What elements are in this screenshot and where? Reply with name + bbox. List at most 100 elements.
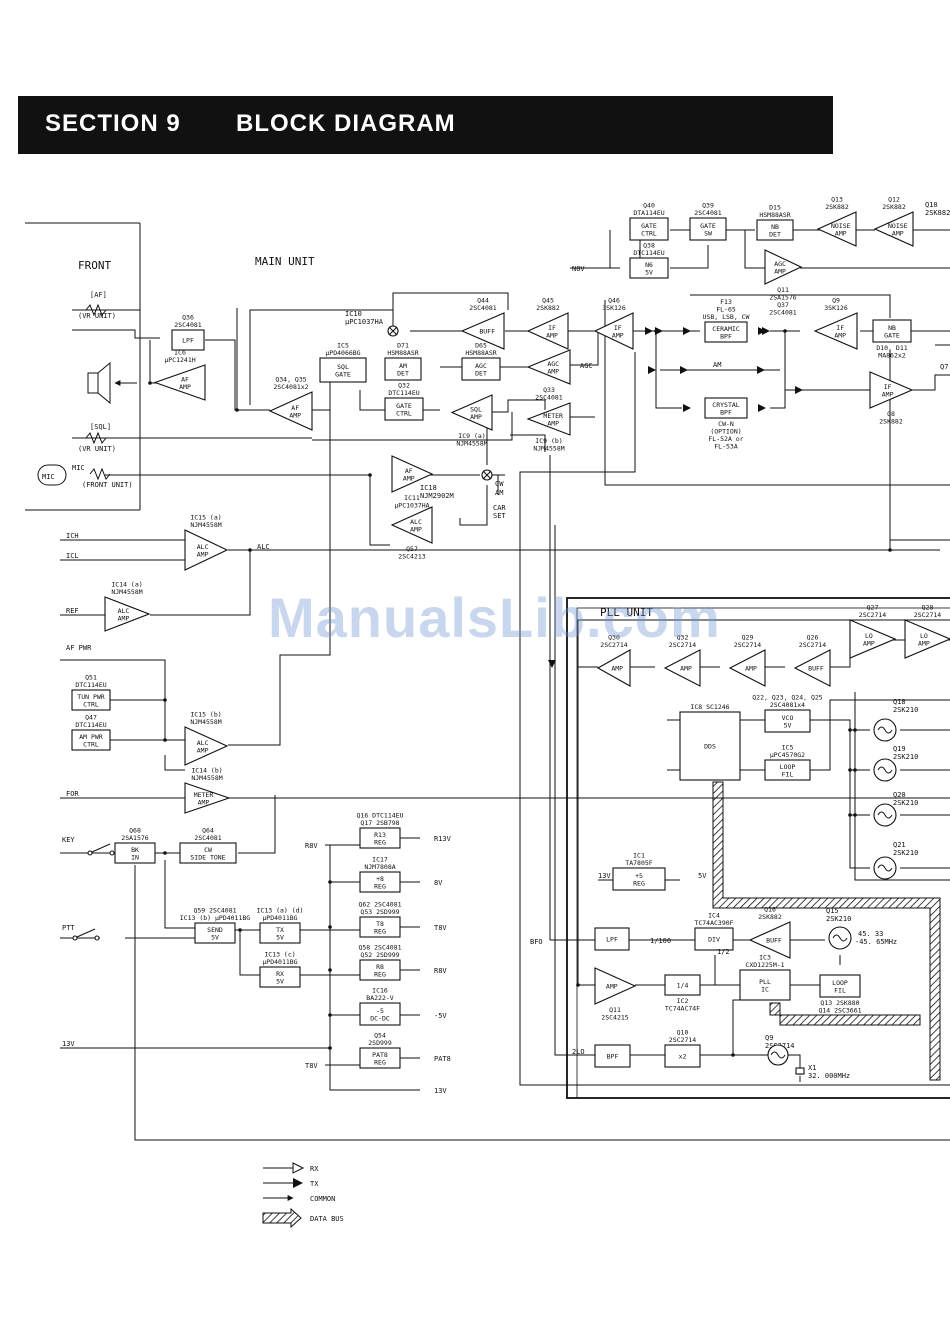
block-sqlgate-text-1: GATE bbox=[335, 370, 351, 378]
block-ceramic-text-1: BPF bbox=[720, 332, 732, 340]
block-gatesw39-ref-0: Q39 bbox=[702, 202, 714, 210]
block-agcamp33-text-1: AMP bbox=[547, 367, 559, 375]
block-afamp11-text-1: AMP bbox=[403, 474, 415, 482]
mixers bbox=[387, 325, 493, 481]
block-r8reg-ref-1: Q52 2SD999 bbox=[360, 951, 399, 959]
block-ifamp46-ref-1: 3SK126 bbox=[602, 304, 626, 312]
block-t8reg-ref-0: Q62 2SC4081 bbox=[358, 901, 401, 909]
block-loamp28-text-0: LO bbox=[920, 632, 928, 640]
q15-part: 2SK210 bbox=[826, 915, 851, 923]
block-gatectrl32-text-0: GATE bbox=[396, 402, 412, 410]
block-pat8reg-box bbox=[359, 1047, 401, 1069]
v13-pll-label: 13V bbox=[598, 872, 611, 880]
q21-part: 2SK210 bbox=[893, 849, 918, 857]
key-switch bbox=[87, 843, 115, 856]
block-agcamp11-ref-0: Q11 bbox=[777, 286, 789, 294]
block-buff26-ref-0: Q26 bbox=[807, 634, 819, 642]
block-ceramic-ref-1: FL-65 bbox=[716, 306, 736, 314]
data-bus bbox=[712, 781, 941, 1081]
block-bkin-text-0: BK bbox=[131, 846, 139, 854]
r8v-label: R8V bbox=[305, 842, 318, 850]
block-ifamp46-ref-0: Q46 bbox=[608, 297, 620, 305]
block-loopfil5-text-0: LOOP bbox=[780, 763, 796, 771]
block-gatesw39-box bbox=[689, 217, 727, 241]
block-tx5v-ref-1: µPD4011BG bbox=[262, 914, 297, 922]
block-rx5v-box bbox=[259, 966, 301, 988]
ic18-part: NJM2902M bbox=[420, 492, 454, 500]
block-noiseamp12-ref-0: Q12 bbox=[888, 196, 900, 204]
block-gatectrl40-text-1: CTRL bbox=[641, 229, 657, 237]
block-alcamp15a-ref-1: NJM4558M bbox=[190, 521, 221, 529]
block-dcdc-text-1: DC-DC bbox=[370, 1014, 390, 1022]
block-ampwr-ref-0: Q47 bbox=[85, 714, 97, 722]
block-vco-ref-0: Q22, Q23, Q24, Q25 bbox=[752, 694, 823, 702]
block-alcamp57-ref-1: 2SC4213 bbox=[398, 553, 425, 561]
q19-part: 2SK210 bbox=[893, 753, 918, 761]
block-reg5v-ref-1: TA7805F bbox=[625, 859, 652, 867]
ptt-switch bbox=[72, 928, 100, 941]
block-ampwr-box bbox=[71, 729, 111, 751]
block-alcamp57-ref-0: Q57 bbox=[406, 545, 418, 553]
block-amdet-box bbox=[384, 357, 422, 381]
block-amp29-ref-0: Q29 bbox=[742, 634, 754, 642]
block-buff16-text-0: BUFF bbox=[766, 937, 782, 945]
block-amp11-ref-1: 2SC4215 bbox=[601, 1014, 628, 1022]
block-loopfil13-ref-0: Q13 2SK880 bbox=[820, 999, 859, 1007]
block-rx5v-text-1: 5V bbox=[276, 977, 284, 985]
mic-front-unit: (FRONT UNIT) bbox=[82, 481, 133, 489]
ptt-label: PTT bbox=[62, 924, 75, 932]
block-gatectrl40-text-0: GATE bbox=[641, 222, 657, 230]
x1-part: 32. 000MHz bbox=[808, 1072, 850, 1080]
block-n6-ref-0: Q38 bbox=[643, 242, 655, 250]
block-afamp3435-ref-1: 2SC4081x2 bbox=[273, 383, 308, 391]
block-loopfil13-text-0: LOOP bbox=[832, 979, 848, 987]
block-gatesw39-text-0: GATE bbox=[700, 222, 716, 230]
block-bpf: BPF bbox=[594, 1044, 631, 1068]
block-alcamp57-text-1: AMP bbox=[410, 525, 422, 533]
block-ifamp45-amp bbox=[526, 312, 569, 350]
q18-label: Q18 bbox=[893, 698, 906, 706]
block-buff26-text-0: BUFF bbox=[808, 665, 824, 673]
v13-label: 13V bbox=[62, 1040, 75, 1048]
mic-jack: MIC bbox=[37, 464, 67, 486]
block-reg5v-text-1: REG bbox=[633, 879, 645, 887]
div100-label: 1/100 bbox=[650, 937, 671, 945]
block-ifamp9-amp bbox=[813, 312, 858, 350]
out-t8v: T8V bbox=[434, 924, 447, 932]
block-meteramp-text-0: METER bbox=[543, 412, 563, 420]
block-p8reg-text-1: REG bbox=[374, 882, 386, 890]
block-cwtone-box bbox=[179, 842, 237, 864]
block-afamp6-text-1: AMP bbox=[179, 383, 191, 391]
block-sqlgate-ref-0: IC5 bbox=[337, 342, 349, 350]
out-pat8: PAT8 bbox=[434, 1055, 451, 1063]
block-alcamp15b-ref-1: NJM4558M bbox=[190, 718, 221, 726]
mic-line-label: MIC bbox=[72, 464, 85, 472]
block-amp30-ref-0: Q30 bbox=[608, 634, 620, 642]
block-loamp27-text-1: AMP bbox=[863, 639, 875, 647]
block-agcamp33-ref-1: 2SC4081 bbox=[535, 394, 562, 402]
speaker-icon bbox=[87, 361, 111, 405]
block-nbgate-text-0: NB bbox=[888, 324, 896, 332]
block-alcamp15b-text-0: ALC bbox=[197, 739, 209, 747]
block-cwtone-text-0: CW bbox=[204, 846, 212, 854]
block-x2-text-0: x2 bbox=[679, 1053, 687, 1061]
oscillators bbox=[767, 718, 897, 1082]
block-ifamp45-ref-0: Q45 bbox=[542, 297, 554, 305]
